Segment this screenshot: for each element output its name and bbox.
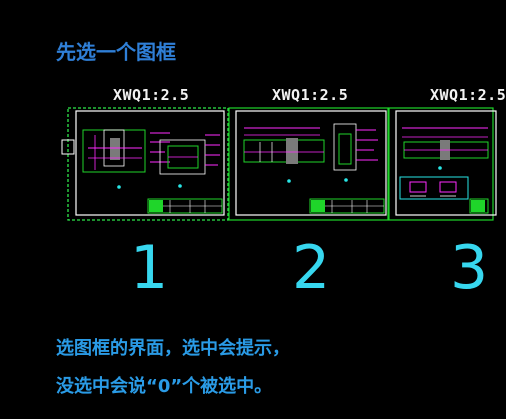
drawing-frames (61, 107, 497, 221)
caption-line-2: 没选中会说“0”个被选中。 (56, 376, 273, 397)
drawing-frame-1[interactable] (61, 107, 229, 221)
frame-outer-border (228, 107, 389, 221)
caption-line-1: 选图框的界面，选中会提示， (56, 338, 290, 359)
frame-3-number: 3 (450, 233, 489, 303)
drawing-content (399, 127, 489, 214)
frame-1-number: 1 (130, 233, 169, 303)
frame-1-scale-label: XWQ1:2.5 (113, 86, 190, 104)
frame-border (75, 110, 225, 216)
drawing-frame-2[interactable] (228, 107, 389, 221)
selection-highlight (67, 107, 229, 221)
grip-handle[interactable] (61, 139, 75, 155)
frame-border (235, 110, 387, 216)
frame-2-number: 2 (292, 233, 331, 303)
drawing-content (243, 123, 385, 214)
instruction-title: 先选一个图框 (56, 40, 176, 64)
frame-border (395, 110, 497, 216)
frame-3-scale-label: XWQ1:2.5 (430, 86, 506, 104)
frame-outer-border (388, 107, 494, 221)
frame-2-scale-label: XWQ1:2.5 (272, 86, 349, 104)
drawing-frame-3[interactable] (388, 107, 497, 221)
drawing-content (82, 129, 223, 214)
